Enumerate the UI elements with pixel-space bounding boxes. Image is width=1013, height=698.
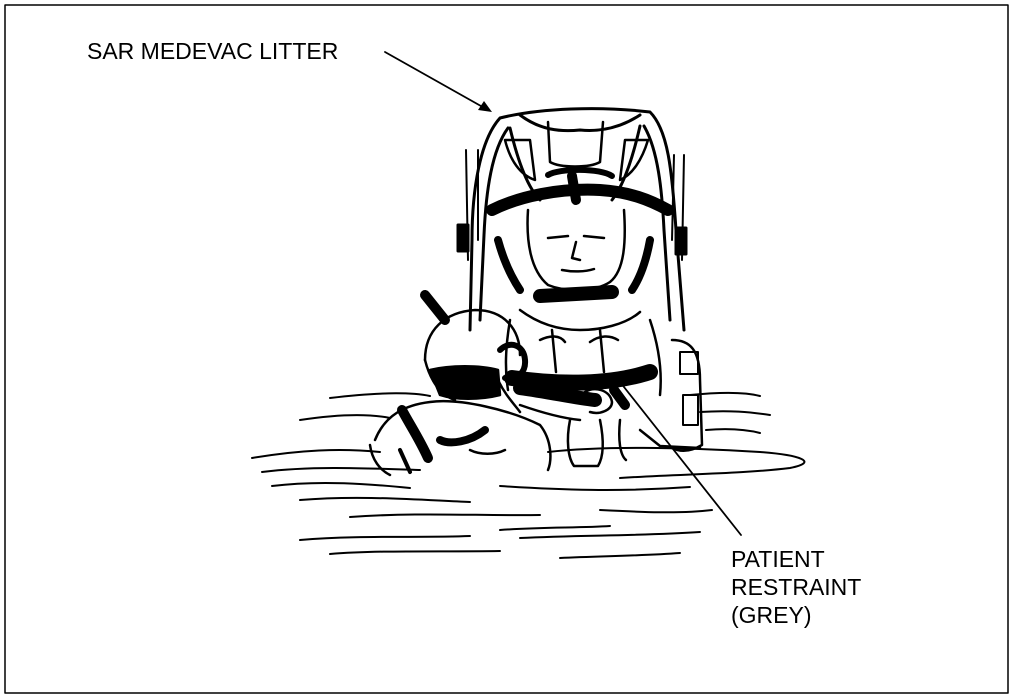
callout-litter-label: SAR MEDEVAC LITTER [87, 37, 338, 65]
patient-restraint-strap [512, 372, 650, 383]
callout-restraint-label: PATIENT RESTRAINT (GREY) [731, 545, 861, 629]
callout-restraint-line: PATIENT [731, 545, 861, 573]
callout-restraint-line: RESTRAINT [731, 573, 861, 601]
callout-restraint-line: (GREY) [731, 601, 861, 629]
litter-leader [385, 52, 488, 110]
water-surface [252, 393, 804, 558]
